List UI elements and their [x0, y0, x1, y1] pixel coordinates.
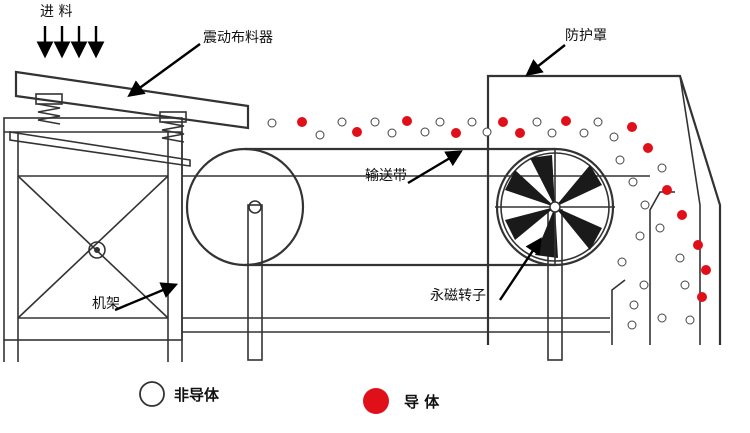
belt-arrow: [407, 150, 463, 185]
non-conductor-particle: [370, 117, 380, 127]
non-conductor-particle: [685, 315, 695, 325]
non-conductor-particle: [435, 117, 445, 127]
rotor-arrow: [499, 237, 542, 301]
conductor-particle: [402, 116, 412, 126]
non-conductor-particle: [547, 128, 557, 138]
protective-cover: [486, 74, 722, 345]
non-conductor-particle: [627, 320, 637, 330]
conductor-particle: [561, 116, 571, 126]
non-conductor-particle: [579, 128, 589, 138]
conductor-particle: [677, 210, 687, 220]
legend-non-conductor-label: 非导体: [174, 386, 220, 404]
non-conductor-particle: [467, 117, 477, 127]
conductor-particle: [451, 128, 461, 138]
non-conductor-particle: [629, 300, 639, 310]
label-conveyor-belt: 输送带: [365, 168, 407, 184]
non-conductor-particle: [337, 117, 347, 127]
label-vibrating-feeder: 震动布料器: [203, 30, 273, 46]
non-conductor-particle: [655, 223, 665, 233]
conductor-particle: [515, 128, 525, 138]
non-conductor-particle: [657, 163, 667, 173]
legend-non-conductor-marker: [139, 381, 165, 407]
spring-left: [37, 103, 61, 125]
label-protective-cover: 防护罩: [565, 28, 607, 44]
non-conductor-particle: [482, 127, 492, 137]
non-conductor-particle: [267, 118, 277, 128]
conductor-particle: [352, 127, 362, 137]
feed-label: 进 料: [40, 4, 72, 20]
non-conductor-particle: [680, 280, 690, 290]
magnetic-rotor: [495, 147, 615, 267]
non-conductor-particle: [615, 155, 625, 165]
cover-arrow: [525, 44, 566, 77]
conductor-particle: [693, 240, 703, 250]
non-conductor-particle: [657, 313, 667, 323]
conductor-particle: [701, 265, 711, 275]
non-conductor-particle: [387, 128, 397, 138]
frame-arrow: [114, 282, 179, 312]
feed-arrows: [36, 26, 105, 59]
non-conductor-particle: [609, 132, 619, 142]
vibrating-feeder: [9, 70, 250, 167]
non-conductor-particle: [315, 130, 325, 140]
non-conductor-particle: [420, 127, 430, 137]
conductor-particle: [627, 122, 637, 132]
non-conductor-particle: [675, 253, 685, 263]
non-conductor-particle: [532, 117, 542, 127]
conveyor-belt: [182, 147, 650, 361]
non-conductor-particle: [628, 177, 638, 187]
conductor-particle: [697, 292, 707, 302]
legend-conductor-label: 导 体: [404, 393, 440, 411]
non-conductor-particle: [640, 200, 650, 210]
label-magnetic-rotor: 永磁转子: [430, 288, 486, 304]
conductor-particle: [297, 117, 307, 127]
non-conductor-particle: [593, 117, 603, 127]
non-conductor-particle: [639, 280, 649, 290]
feeder-arrow: [127, 43, 201, 97]
particles: [267, 116, 711, 330]
spring-right: [161, 121, 185, 143]
legend: 非导体 导 体: [139, 381, 440, 414]
legend-conductor-marker: [363, 388, 389, 414]
conductor-particle: [643, 143, 653, 153]
label-frame: 机架: [92, 296, 120, 312]
conductor-particle: [662, 185, 672, 195]
conductor-particle: [498, 117, 508, 127]
frame: [3, 117, 183, 362]
non-conductor-particle: [635, 231, 645, 241]
non-conductor-particle: [617, 257, 627, 267]
